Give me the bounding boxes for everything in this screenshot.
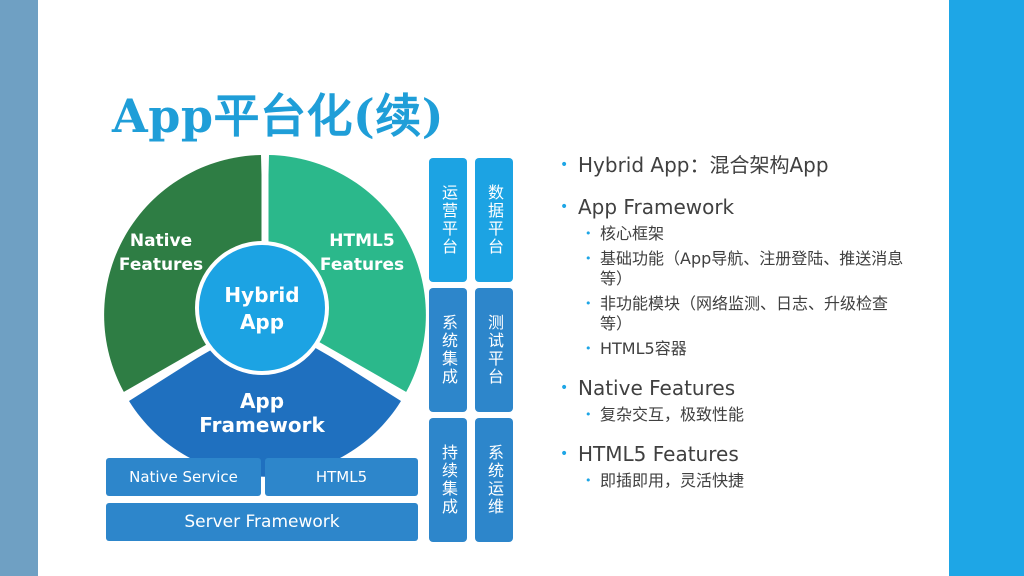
sub-bullet-text: HTML5容器 [600,339,687,358]
platform-test-box: 测试平台 [475,288,513,412]
platform-ops-box: 运营平台 [429,158,467,282]
html5-features-label-1: HTML5 [329,231,394,251]
platform-integration-label: 系统集成 [439,314,458,386]
slide-title: App平台化(续) [112,89,445,143]
bullet-html5-features: • HTML5 Features [560,441,905,467]
platform-sysops-label: 系统运维 [485,444,504,516]
hybrid-label-1: Hybrid [224,283,299,307]
sub-bullet-text: 核心框架 [600,224,665,243]
bullet-dot: • [560,380,569,396]
bullet-dot: • [560,446,569,462]
html5-features-label-2: Features [320,255,404,275]
left-accent-band [0,0,38,576]
bullet-app-framework: • App Framework [560,194,905,220]
hybrid-app-circle [199,245,325,371]
bullet-text: Hybrid App：混合架构App [578,153,829,177]
native-label-1: Native [130,231,192,251]
sub-bullet-dot: • [585,474,592,487]
hybrid-label-2: App [240,310,284,334]
native-label-2: Features [119,255,203,275]
sub-bullet-dot: • [585,252,592,265]
sub-bullet-text: 非功能模块（网络监测、日志、升级检查等） [600,294,889,333]
right-accent-band [949,0,1024,576]
sub-bullet: • 非功能模块（网络监测、日志、升级检查等） [560,294,905,334]
sub-bullet-text: 基础功能（App导航、注册登陆、推送消息等） [600,249,904,288]
bullet-text: App Framework [578,195,735,219]
platform-sysops-box: 系统运维 [475,418,513,542]
sub-bullet: • 复杂交互，极致性能 [560,405,905,425]
sub-bullet-text: 复杂交互，极致性能 [600,405,745,424]
bullet-dot: • [560,199,569,215]
sub-bullet-text: 即插即用，灵活快捷 [600,471,745,490]
sub-bullet-dot: • [585,227,592,240]
platform-test-label: 测试平台 [485,314,504,386]
bullet-text: HTML5 Features [578,442,739,466]
platform-ops-label: 运营平台 [439,184,458,256]
platform-ci-box: 持续集成 [429,418,467,542]
app-framework-segment [129,315,401,477]
bullet-dot: • [560,157,569,173]
platform-integration-box: 系统集成 [429,288,467,412]
circle-diagram-svg: Native Features HTML5 Features Hybrid Ap… [104,151,426,477]
framework-label-1: App [240,389,284,413]
html5-box: HTML5 [265,458,418,496]
sub-bullet: • 即插即用，灵活快捷 [560,471,905,491]
native-service-box: Native Service [106,458,261,496]
platform-ci-label: 持续集成 [439,444,458,516]
platform-data-box: 数据平台 [475,158,513,282]
server-framework-box: Server Framework [106,503,418,541]
sub-bullet-dot: • [585,297,592,310]
sub-bullet: • 核心框架 [560,224,905,244]
framework-label-2: Framework [199,413,325,437]
architecture-diagram: Native Features HTML5 Features Hybrid Ap… [95,145,435,485]
bullet-text: Native Features [578,376,736,400]
platform-data-label: 数据平台 [485,184,504,256]
bullet-hybrid-app: • Hybrid App：混合架构App [560,152,905,178]
bullet-list: • Hybrid App：混合架构App • App Framework • 核… [560,152,905,496]
sub-bullet-dot: • [585,342,592,355]
sub-bullet: • 基础功能（App导航、注册登陆、推送消息等） [560,249,905,289]
bullet-native-features: • Native Features [560,375,905,401]
sub-bullet-dot: • [585,408,592,421]
sub-bullet: • HTML5容器 [560,339,905,359]
